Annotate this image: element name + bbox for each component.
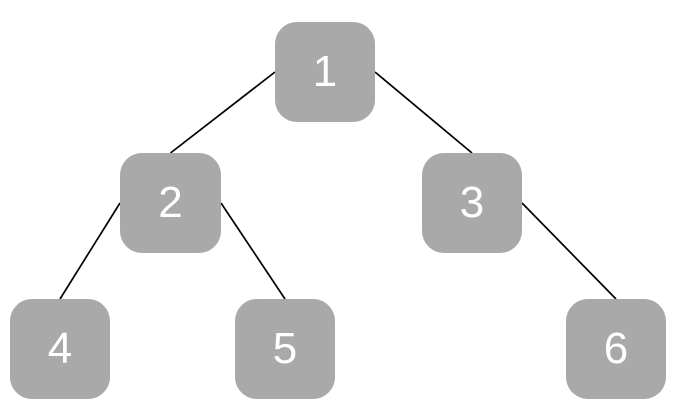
tree-node-5[interactable]: 5 [235, 299, 335, 399]
tree-node-3[interactable]: 3 [422, 153, 522, 253]
tree-node-2[interactable]: 2 [120, 153, 221, 253]
tree-edge-1-2 [169, 71, 276, 154]
tree-edge-1-3 [374, 71, 473, 154]
node-label: 4 [47, 324, 73, 373]
tree-node-6[interactable]: 6 [566, 299, 666, 399]
node-label: 3 [459, 178, 485, 227]
tree-node-1[interactable]: 1 [275, 22, 375, 122]
tree-edge-2-4 [59, 202, 121, 300]
tree-edge-3-6 [521, 202, 617, 300]
tree-edge-2-5 [220, 202, 286, 300]
tree-node-4[interactable]: 4 [10, 299, 110, 399]
node-label: 1 [312, 47, 338, 96]
node-label: 6 [603, 324, 629, 373]
node-label: 2 [158, 178, 183, 227]
node-label: 5 [272, 324, 298, 373]
